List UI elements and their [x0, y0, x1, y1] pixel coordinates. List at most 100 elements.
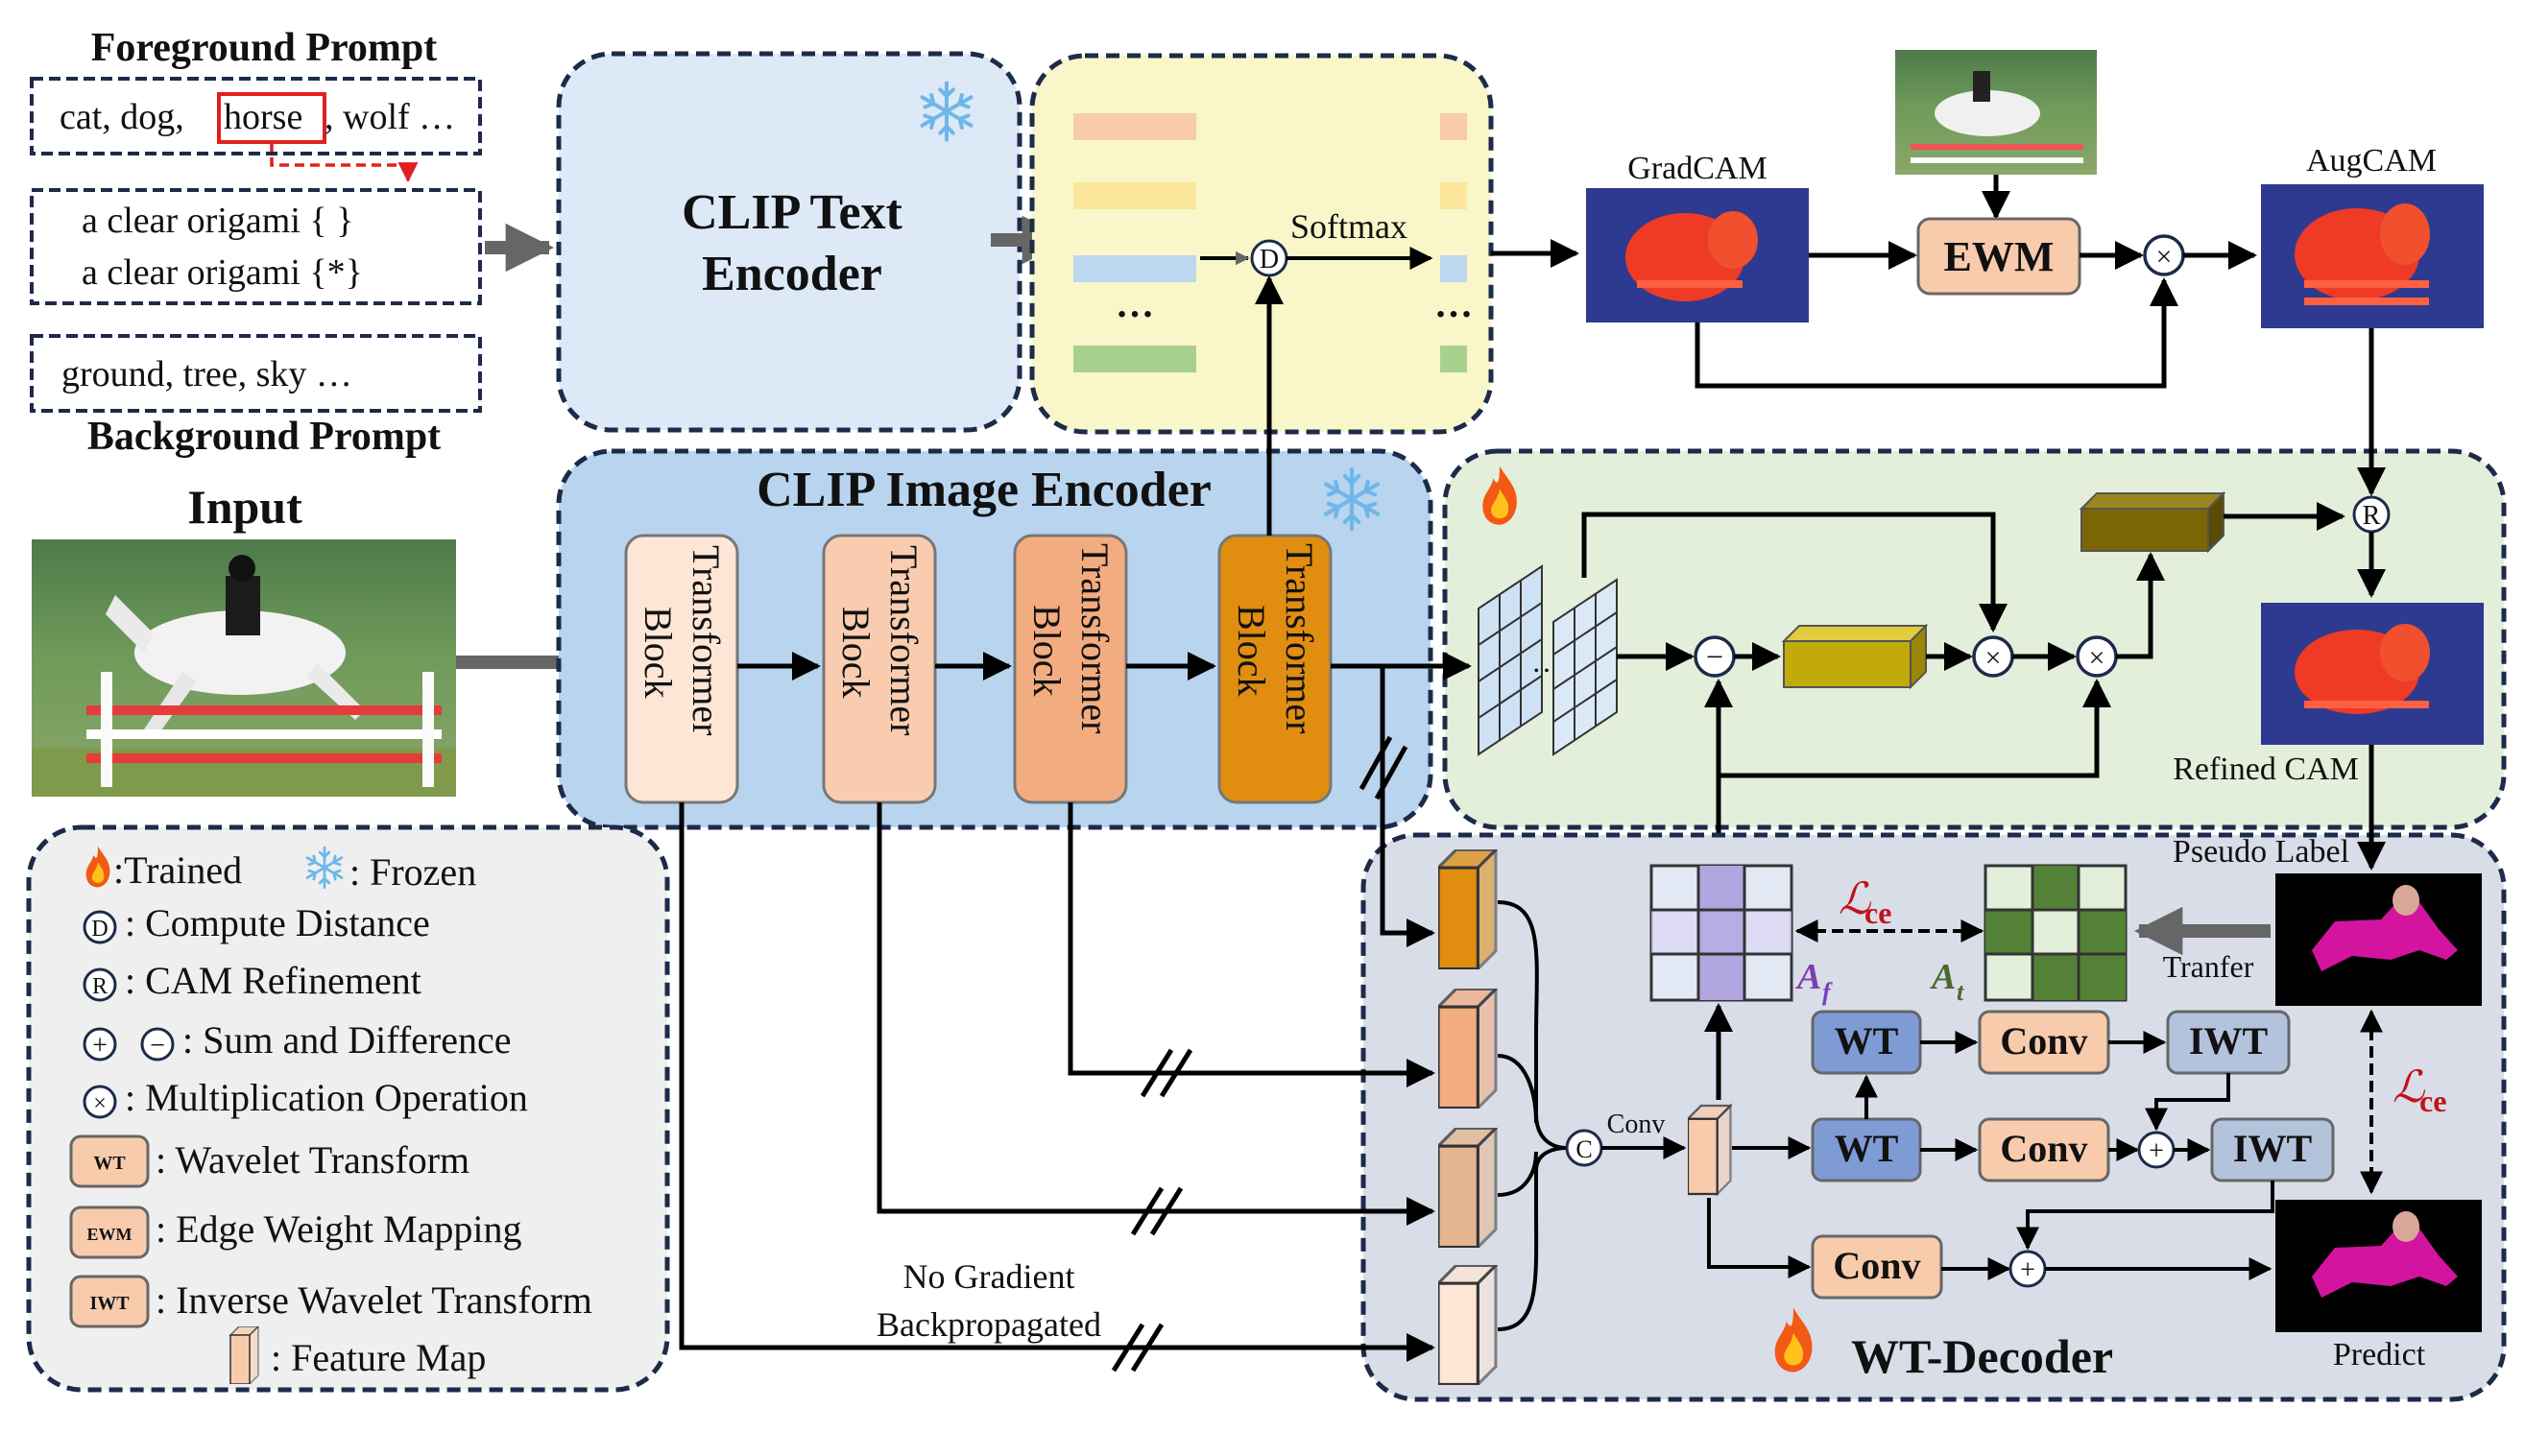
plus-node [83, 1027, 117, 1062]
score-bar [1440, 182, 1467, 209]
feature-map-3 [1438, 1128, 1498, 1248]
prompt-panel: Foreground Prompt cat, dog, horse , wolf… [30, 26, 482, 459]
foreground-highlight-word: horse [224, 97, 302, 137]
svg-text:×: × [1985, 642, 2002, 674]
svg-text:+: + [92, 1031, 108, 1061]
svg-text:: Multiplication Operation: : Multiplication Operation [125, 1076, 528, 1119]
svg-text:−: − [1706, 639, 1723, 674]
background-words: ground, tree, sky … [61, 354, 352, 394]
template-line-2: a clear origami {*} [82, 252, 363, 293]
af-subscript: f [1822, 978, 1833, 1006]
clip-text-encoder: CLIP Text Encoder [556, 51, 1022, 433]
background-prompt-title: Background Prompt [87, 415, 441, 459]
svg-text:IWT: IWT [2233, 1127, 2313, 1170]
svg-text:Block: Block [1025, 605, 1069, 697]
attention-loss-label: ℒ [1839, 874, 1871, 923]
predict-image [2275, 1200, 2482, 1332]
distance-symbol: D [1260, 245, 1279, 274]
feature-grid-1 [1478, 564, 1543, 756]
text-embedding-bar [1073, 255, 1196, 282]
refinement-node [83, 967, 117, 1002]
svg-text:×: × [2089, 642, 2105, 674]
svg-text:Block: Block [1230, 605, 1273, 697]
foreground-words-suffix: , wolf … [325, 97, 455, 137]
attention-loss-sub: ce [1864, 895, 1891, 930]
gradcam-image [1586, 188, 1809, 322]
predict-loss-label: ℒ [2393, 1062, 2425, 1111]
refinement-panel: … − × × R Refined CAM [1331, 328, 2507, 1142]
cam-top-row: GradCAM EWM × AugCAM [1586, 50, 2484, 389]
clip-image-encoder: CLIP Image Encoder Transformer Block Tra… [556, 448, 1433, 830]
foreground-words-prefix: cat, dog, [60, 97, 184, 137]
ewm-tag [69, 1205, 150, 1259]
score-bar [1440, 346, 1467, 372]
svg-text:Transformer: Transformer [882, 545, 926, 736]
augcam-label: AugCAM [2306, 143, 2437, 179]
transformer-block-4: Transformer Block [1217, 534, 1333, 804]
augcam-image [2261, 184, 2484, 328]
gradient-break-mark [1111, 1323, 1165, 1372]
svg-text:: Feature Map: : Feature Map [271, 1336, 486, 1379]
transformer-block-1: Transformer Block [624, 534, 739, 804]
svg-text:D: D [91, 917, 108, 942]
svg-text:WT: WT [93, 1153, 126, 1174]
svg-text:×: × [93, 1091, 107, 1116]
conv-small-label: Conv [1607, 1110, 1666, 1139]
text-embedding-bar [1073, 113, 1196, 140]
gradcam-skip-arrow [1695, 277, 2178, 389]
input-thumbnail-image [1895, 50, 2097, 175]
distance-node [83, 910, 117, 944]
svg-text:+: + [2020, 1255, 2035, 1285]
template-line-1: a clear origami { } [82, 201, 353, 241]
softmax-label: Softmax [1290, 207, 1407, 246]
svg-text:+: + [2149, 1136, 2164, 1166]
svg-text:: Inverse Wavelet Transform: : Inverse Wavelet Transform [156, 1278, 592, 1322]
decoder-feature-map [1688, 1104, 1732, 1196]
feature-map-icon [229, 1326, 259, 1384]
svg-text:IWT: IWT [89, 1293, 130, 1314]
refined-cam-label: Refined CAM [2173, 752, 2359, 787]
no-gradient-line-1: No Gradient [903, 1257, 1075, 1296]
svg-text:WT: WT [1835, 1019, 1899, 1062]
gradient-break-mark [1140, 1048, 1193, 1098]
score-bar [1440, 113, 1467, 140]
ellipsis-right: … [1434, 282, 1473, 325]
svg-text:: Edge Weight Mapping: : Edge Weight Mapping [156, 1207, 522, 1251]
svg-text::Trained: :Trained [113, 848, 242, 892]
input-label: Input [187, 480, 302, 534]
svg-text:Transformer: Transformer [1278, 543, 1321, 734]
similarity-panel: … … D Softmax [1029, 53, 1494, 435]
svg-text:: Sum and Difference: : Sum and Difference [182, 1018, 511, 1062]
transfer-label: Tranfer [2163, 949, 2254, 984]
gradient-break-mark [1359, 735, 1408, 800]
svg-text:Conv: Conv [2000, 1127, 2087, 1170]
predict-label: Predict [2333, 1337, 2426, 1372]
feature-grid-2 [1552, 578, 1618, 756]
svg-text:WT: WT [1835, 1127, 1899, 1170]
svg-text:: Frozen: : Frozen [349, 850, 476, 894]
template-prompt-box [30, 188, 482, 305]
svg-text:C: C [1575, 1135, 1592, 1163]
at-subscript: t [1957, 978, 1964, 1006]
attention-map-af [1649, 864, 1793, 1002]
text-embedding-bar [1073, 182, 1196, 209]
gradcam-label: GradCAM [1627, 151, 1767, 186]
svg-text:Transformer: Transformer [1073, 543, 1117, 734]
transformer-block-3: Transformer Block [1013, 534, 1128, 804]
transformer-block-2: Transformer Block [822, 534, 937, 804]
dark-olive-feature-block [2079, 490, 2226, 554]
pseudo-label-label: Pseudo Label [2173, 834, 2349, 870]
no-gradient-line-2: Backpropagated [877, 1305, 1101, 1344]
attention-map-at [1984, 864, 2128, 1002]
pseudo-label-image [2275, 873, 2482, 1006]
wt-decoder-panel: C Conv A f A t ℒ ce Tranfer Pseudo La [679, 663, 2507, 1402]
gradient-break-mark [1130, 1186, 1184, 1236]
iwt-tag [69, 1275, 150, 1328]
refined-cam-image [2261, 603, 2484, 745]
af-label: A [1795, 957, 1821, 997]
svg-text:Conv: Conv [1833, 1244, 1920, 1287]
svg-text:IWT: IWT [2189, 1019, 2269, 1062]
ewm-label: EWM [1944, 233, 2055, 280]
ellipsis-left: … [1116, 282, 1154, 325]
